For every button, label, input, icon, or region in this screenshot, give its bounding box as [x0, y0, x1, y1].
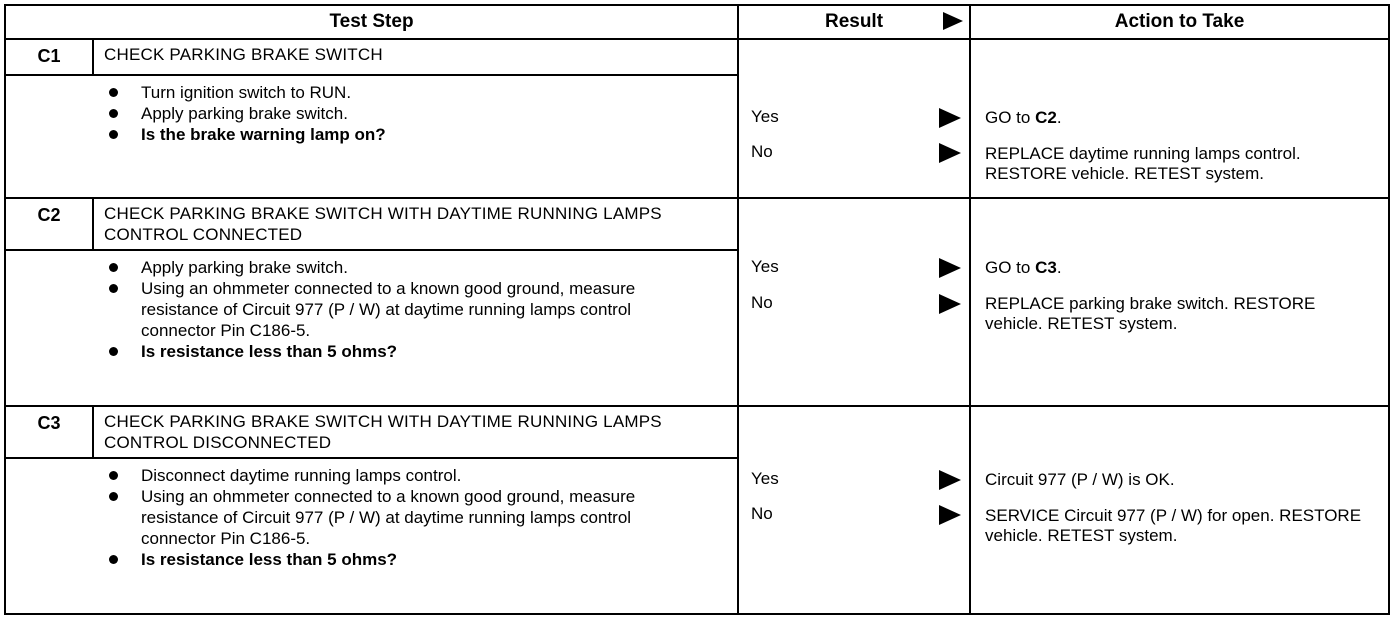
step-title-row: C3 CHECK PARKING BRAKE SWITCH WITH DAYTI…: [4, 405, 1391, 615]
step-body-row: Disconnect daytime running lamps control…: [4, 457, 1389, 615]
action-text: GO to: [985, 108, 1036, 127]
result-label: Yes: [751, 107, 779, 126]
action-cell: Circuit 977 (P / W) is OK. SERVICE Circu…: [969, 405, 1391, 615]
action-step-ref: C3: [1035, 258, 1057, 277]
step-gap: [4, 75, 93, 199]
step-id: C3: [4, 405, 94, 459]
result-label: Yes: [751, 469, 779, 488]
action-text-suffix: .: [1056, 258, 1062, 277]
action-text-suffix: .: [1056, 108, 1062, 127]
arrow-right-icon: [939, 294, 962, 314]
instruction-item: Using an ohmmeter connected to a known g…: [103, 278, 729, 341]
result-cell: Yes No: [737, 405, 972, 615]
result-label: No: [751, 142, 773, 161]
result-no: No: [751, 504, 962, 526]
result-cell: Yes No: [737, 38, 972, 199]
result-no: No: [751, 142, 962, 164]
header-test-step: Test Step: [3, 4, 740, 40]
instruction-item: Using an ohmmeter connected to a known g…: [103, 486, 729, 549]
step-gap: [4, 250, 93, 407]
action-text: GO to: [985, 258, 1036, 277]
arrow-right-icon: [939, 143, 962, 163]
result-cell: Yes No: [737, 197, 972, 407]
result-yes: Yes: [751, 469, 962, 491]
step-instructions: Disconnect daytime running lamps control…: [93, 457, 740, 615]
action-yes: GO to C2.: [985, 108, 1374, 128]
instruction-list: Disconnect daytime running lamps control…: [103, 465, 729, 570]
action-cell: GO to C2. REPLACE daytime running lamps …: [969, 38, 1391, 199]
step-title: CHECK PARKING BRAKE SWITCH WITH DAYTIME …: [91, 405, 740, 459]
instruction-question: Is the brake warning lamp on?: [103, 124, 729, 145]
step-instructions: Apply parking brake switch. Using an ohm…: [93, 249, 740, 407]
step-id: C1: [4, 38, 94, 76]
arrow-right-icon: [939, 108, 962, 128]
action-no: REPLACE daytime running lamps control. R…: [985, 144, 1374, 184]
arrow-right-icon: [939, 258, 962, 278]
instruction-item: Apply parking brake switch.: [103, 103, 729, 124]
instruction-item: Turn ignition switch to RUN.: [103, 82, 729, 103]
instruction-item: Disconnect daytime running lamps control…: [103, 465, 729, 486]
action-step-ref: C2: [1035, 108, 1057, 127]
step-title: CHECK PARKING BRAKE SWITCH: [91, 38, 740, 76]
step-body-row: Apply parking brake switch. Using an ohm…: [4, 249, 1389, 407]
instruction-question: Is resistance less than 5 ohms?: [103, 341, 729, 362]
result-yes: Yes: [751, 107, 962, 129]
action-text: Circuit 977 (P / W) is OK.: [985, 470, 1175, 489]
instruction-item: Apply parking brake switch.: [103, 257, 729, 278]
action-cell: GO to C3. REPLACE parking brake switch. …: [969, 197, 1391, 407]
action-text: REPLACE parking brake switch. RESTORE ve…: [985, 294, 1316, 333]
action-no: REPLACE parking brake switch. RESTORE ve…: [985, 294, 1374, 334]
arrow-right-icon: [939, 505, 962, 525]
step-id: C2: [4, 197, 94, 251]
header-action: Action to Take: [969, 4, 1391, 40]
diagnostic-procedure-table: Test Step Result Action to Take C1 CHECK…: [3, 4, 1391, 615]
step-instructions: Turn ignition switch to RUN. Apply parki…: [93, 74, 740, 199]
header-result-label: Result: [824, 11, 884, 32]
action-yes: Circuit 977 (P / W) is OK.: [985, 470, 1374, 490]
action-text: REPLACE daytime running lamps control. R…: [985, 144, 1301, 183]
action-no: SERVICE Circuit 977 (P / W) for open. RE…: [985, 506, 1374, 546]
step-title-row: C1 CHECK PARKING BRAKE SWITCH Yes No GO …: [4, 38, 1391, 199]
header-row: Test Step Result Action to Take: [3, 4, 1391, 40]
result-label: No: [751, 504, 773, 523]
arrow-right-icon: [943, 12, 964, 30]
result-label: No: [751, 293, 773, 312]
result-no: No: [751, 293, 962, 315]
arrow-right-icon: [939, 470, 962, 490]
step-title: CHECK PARKING BRAKE SWITCH WITH DAYTIME …: [91, 197, 740, 251]
step-gap: [4, 458, 93, 615]
result-label: Yes: [751, 257, 779, 276]
step-body-row: Turn ignition switch to RUN. Apply parki…: [4, 74, 1389, 199]
action-yes: GO to C3.: [985, 258, 1374, 278]
result-yes: Yes: [751, 257, 962, 279]
instruction-list: Apply parking brake switch. Using an ohm…: [103, 257, 729, 362]
step-title-row: C2 CHECK PARKING BRAKE SWITCH WITH DAYTI…: [4, 197, 1391, 407]
instruction-question: Is resistance less than 5 ohms?: [103, 549, 729, 570]
action-text: SERVICE Circuit 977 (P / W) for open. RE…: [985, 506, 1362, 545]
instruction-list: Turn ignition switch to RUN. Apply parki…: [103, 82, 729, 145]
header-result: Result: [737, 4, 972, 40]
